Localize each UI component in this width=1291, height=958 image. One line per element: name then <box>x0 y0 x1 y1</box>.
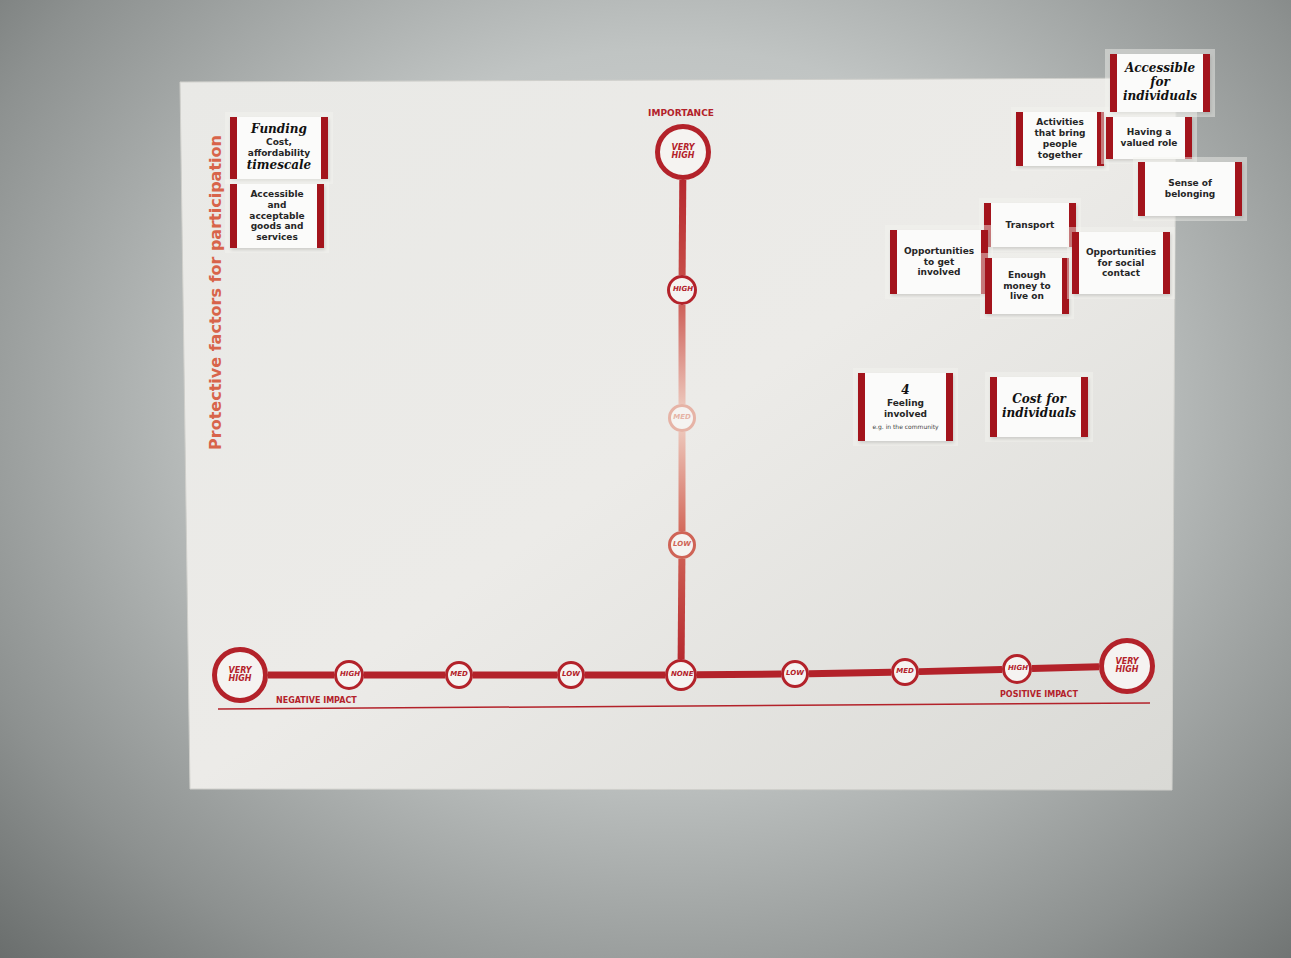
scale-level: VERY HIGH <box>219 667 261 684</box>
axis-line <box>473 672 557 679</box>
card-text: Transport <box>1006 220 1055 231</box>
circle-ring <box>670 533 695 558</box>
scale-level: HIGH <box>340 671 358 678</box>
axis-label: IMPORTANCE <box>648 108 714 118</box>
factor-card: Opportunities to get involved <box>890 230 988 294</box>
scale-level: LOW <box>562 671 580 678</box>
scale-level: LOW <box>786 670 804 677</box>
card-text: Enough money to live on <box>996 270 1058 302</box>
handwritten-note: Accessible for individuals <box>1121 62 1199 103</box>
scale-circle: LOW <box>781 660 809 688</box>
axis-line <box>678 559 686 659</box>
scale-circle: HIGH <box>334 660 364 690</box>
axis-line <box>364 672 445 679</box>
scale-level: MED <box>896 668 914 675</box>
factor-card: Having a valued role <box>1106 117 1192 159</box>
handwritten-note: timescale <box>247 159 311 173</box>
card-text: Having a valued role <box>1117 127 1181 149</box>
axis-line <box>585 672 665 679</box>
axis-line <box>1032 667 1099 669</box>
circle-ring <box>658 127 709 178</box>
card-text: Opportunities to get involved <box>901 246 977 278</box>
axis-line <box>268 672 334 679</box>
factor-card: 4Feeling involved e.g. in the community <box>858 373 953 441</box>
card-text: Activities that bring people together <box>1027 117 1093 160</box>
factor-card: Sense of belonging <box>1138 162 1242 216</box>
circle-ring <box>893 660 918 685</box>
scale-circle: MED <box>891 658 919 686</box>
poster-title: Protective factors for participation <box>206 135 225 450</box>
card-text: Opportunities for social contact <box>1083 247 1159 279</box>
scale-level: MED <box>673 414 691 421</box>
axis-label: POSITIVE IMPACT <box>1000 690 1078 699</box>
scale-circle: LOW <box>668 531 696 559</box>
factor-card: Enough money to live on <box>985 258 1069 314</box>
circle-ring <box>559 663 584 688</box>
factor-card: Accessible and acceptable goods and serv… <box>230 184 324 248</box>
scale-level: VERY HIGH <box>1106 658 1148 675</box>
circle-ring <box>215 650 266 701</box>
scale-level: HIGH <box>673 286 691 293</box>
scale-circle: HIGH <box>667 275 697 305</box>
handwritten-note: 4 <box>901 384 909 398</box>
poster-paper <box>180 78 1176 790</box>
circle-ring <box>336 662 363 689</box>
circle-ring <box>783 662 808 687</box>
axis-line <box>809 672 891 673</box>
factor-card: FundingCost, affordabilitytimescale <box>230 117 328 179</box>
scale-level: NONE <box>671 671 691 678</box>
axis-line <box>697 671 781 679</box>
factor-card: Activities that bring people together <box>1016 112 1104 166</box>
circle-ring <box>667 661 696 690</box>
card-text: Cost, affordability <box>241 137 317 159</box>
axis-line <box>679 432 686 531</box>
axis-line <box>919 669 1002 671</box>
handwritten-note: Funding <box>251 123 307 137</box>
factor-card: Cost for individuals <box>990 377 1088 437</box>
scale-circle: VERY HIGH <box>655 124 711 180</box>
circle-ring <box>1102 641 1153 692</box>
circle-ring <box>447 663 472 688</box>
card-text: Accessible and acceptable goods and serv… <box>241 189 313 243</box>
scale-level: HIGH <box>1008 665 1026 672</box>
factor-card: Accessible for individuals <box>1110 54 1210 112</box>
scale-circle: VERY HIGH <box>212 647 268 703</box>
circle-ring <box>670 406 695 431</box>
axis-underline <box>218 703 1150 709</box>
axis-line <box>679 180 687 275</box>
card-text: Sense of belonging <box>1149 178 1231 200</box>
scale-level: MED <box>450 671 468 678</box>
circle-ring <box>1004 656 1031 683</box>
scale-circle: LOW <box>557 661 585 689</box>
circle-ring <box>669 277 696 304</box>
scale-circle: HIGH <box>1002 654 1032 684</box>
handwritten-note: Cost for individuals <box>1001 393 1077 421</box>
scale-circle: MED <box>445 661 473 689</box>
axis-label: NEGATIVE IMPACT <box>276 696 357 705</box>
scale-level: VERY HIGH <box>662 144 704 161</box>
scale-circle: MED <box>668 404 696 432</box>
factor-card: Opportunities for social contact <box>1072 232 1170 294</box>
scale-circle: NONE <box>665 659 697 691</box>
axis-line <box>679 305 686 404</box>
scale-circle: VERY HIGH <box>1099 638 1155 694</box>
factor-card: Transport <box>984 203 1076 247</box>
card-text: Feeling involved <box>869 398 942 420</box>
card-subtext: e.g. in the community <box>872 423 938 430</box>
scale-level: LOW <box>673 541 691 548</box>
